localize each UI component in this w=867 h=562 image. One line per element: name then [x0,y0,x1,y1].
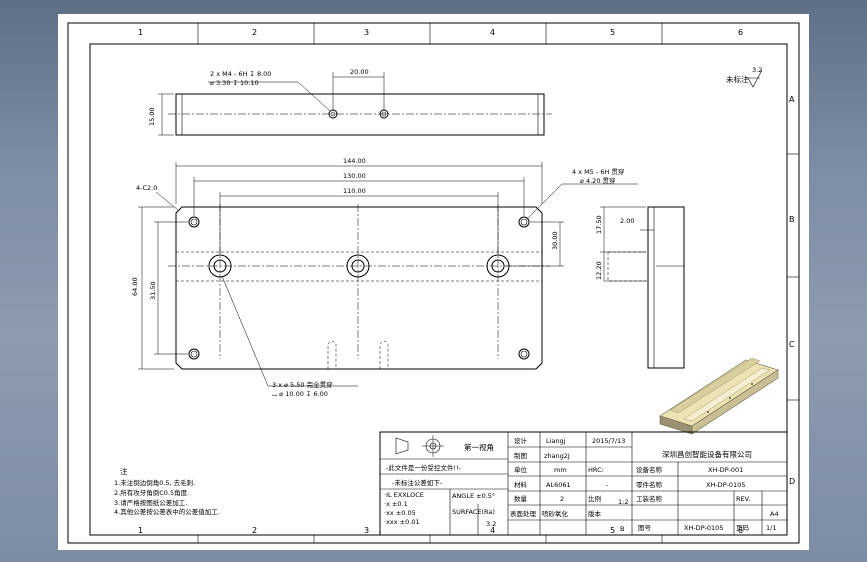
version-value: B [620,525,624,533]
projection-symbol-icon [395,435,444,457]
finish-value: 喷砂氧化 [542,509,569,518]
side-dim-b: 2.00 [620,217,634,225]
tolerance-header: -未标注公差如下- [392,478,443,487]
note-line-3: 3.请严格按图纸公差加工. [114,498,187,507]
page-label: 页码 [736,524,750,532]
note-line-2: 2.所有攻牙角倒C0.5角度. [114,488,189,497]
row-label-b: B [789,215,795,224]
note-line-4: 4.其他公差按公差表中的公差值加工. [114,507,220,516]
page-value: 1/1 [766,524,776,532]
notes-title: 注 [120,466,128,476]
col-label-6: 6 [738,28,743,37]
row-label-d: D [789,477,795,486]
equip-value: XH-DP-001 [708,466,743,474]
scale-label: 比例 [588,494,601,503]
part-name-value: XH-DP-0105 [706,481,745,489]
row-label-c: C [789,340,795,349]
front-callout-cb1: 3 x ⌀ 5.50 完全贯穿 [272,380,333,389]
tolerance-row-3: ·xxx ±0.01 [384,518,420,526]
col-label-1b: 1 [138,526,143,535]
top-view: 20.00 15.00 2 x M4 - 6H ↧ 8.00 ⌀ 3.30 ↧ … [148,68,552,136]
top-dim-height: 15.00 [148,107,156,126]
drawing-sheet: 1 2 3 4 5 6 1 2 3 4 5 6 A B C D 未标注 3.2 … [58,14,809,550]
designer-value: Liangj [546,437,566,445]
front-callout-cb2: ⌴ ⌀ 10.00 ↧ 6.00 [272,390,328,398]
front-callout-m5-drill: ⌀ 4.20 贯穿 [580,176,616,185]
qty-value: 2 [560,495,564,503]
front-view: 144.00 130.00 110.00 4-C2.0 64.00 31.50 … [131,157,638,398]
front-dim-height: 64.00 [131,277,139,296]
note-line-1: 1.未注倒边倒角0.5, 去毛刺. [114,478,195,487]
drawing-no-label: 图号 [638,524,652,532]
label-draw: 制图 [514,451,527,460]
outer-frame [67,22,800,544]
tolerance-row-1: ·x ±0.1 [384,500,408,508]
col-label-2b: 2 [252,526,257,535]
label-material: 材料 [514,480,528,489]
front-dim-right: 30.00 [551,231,559,250]
surface-ra-value: 3.2 [486,520,496,528]
surface-ra-label: SURFACE(Ra) [452,508,495,516]
side-view: 17.50 12.20 2.00 [595,206,685,369]
angle-tolerance: ANGLE ±0.5° [452,492,495,500]
label-design: 设计 [514,436,528,445]
rev-label: REV. [736,495,750,503]
projection-label: 第一视角 [464,442,494,452]
hrc-value: - [606,481,609,489]
top-dim-spacing: 20.00 [350,68,369,76]
date-value: 2015/7/13 [592,437,625,445]
rev-value: A4 [770,510,779,518]
scale-value: 1:2 [618,498,628,506]
side-dim-a: 17.50 [595,215,603,234]
equip-label: 设备名称 [636,465,663,474]
tolerance-row-2: ·xx ±0.05 [384,509,416,517]
label-unit: 单位 [514,465,528,474]
material-value: AL6061 [546,481,571,489]
title-block: 第一视角 -此文件是一份受控文件!!- -未标注公差如下- ·IL EXXLOC… [379,431,788,536]
drawer-value: zhang2J [544,452,570,460]
col-label-5b: 5 [610,526,615,535]
engineering-drawing: 1 2 3 4 5 6 1 2 3 4 5 6 A B C D 未标注 3.2 … [67,22,800,544]
controlled-doc-warning: -此文件是一份受控文件!!- [386,463,462,472]
col-label-4: 4 [490,28,495,37]
col-label-2: 2 [252,28,257,37]
front-dim-slot: 31.50 [149,281,157,300]
front-dim-inner-holes: 110.00 [343,187,366,195]
col-label-4b: 4 [490,526,495,535]
front-chamfer: 4-C2.0 [136,184,157,192]
fixture-label: 工装名称 [636,494,663,503]
col-label-3b: 3 [364,526,369,535]
col-label-6b: 6 [738,526,743,535]
isometric-view [659,357,779,435]
surface-note-value: 3.2 [752,66,762,74]
col-label-1: 1 [138,28,143,37]
row-label-a: A [789,95,795,104]
col-label-5: 5 [610,28,615,37]
drawing-no-value: XH-DP-0105 [684,524,723,532]
front-dim-outer-holes: 130.00 [343,172,366,180]
part-name-label: 零件名称 [636,480,663,489]
label-surface-treatment: 表面处理 [510,509,537,518]
surface-roughness-note: 未标注 3.2 [726,66,762,88]
version-label: 版本 [588,509,602,518]
general-notes: 注 1.未注倒边倒角0.5, 去毛刺. 2.所有攻牙角倒C0.5角度. 3.请严… [114,466,220,516]
top-callout-drill: ⌀ 3.30 ↧ 10.10 [210,79,259,87]
col-label-3: 3 [364,28,369,37]
unit-value: mm [554,466,567,474]
front-dim-overall: 144.00 [343,157,366,165]
label-qty: 数量 [514,494,528,503]
side-dim-c: 12.20 [595,261,603,280]
surface-note-label: 未标注 [726,74,749,84]
front-callout-m5: 4 x M5 - 6H 贯穿 [572,167,624,176]
hrc-label: HRC: [588,466,604,474]
inner-frame [89,43,788,536]
top-callout-thread: 2 x M4 - 6H ↧ 8.00 [210,70,271,78]
tolerance-row-0: ·IL EXXLOCE [384,491,424,499]
company-name: 深圳昌创智能设备有限公司 [662,449,752,459]
